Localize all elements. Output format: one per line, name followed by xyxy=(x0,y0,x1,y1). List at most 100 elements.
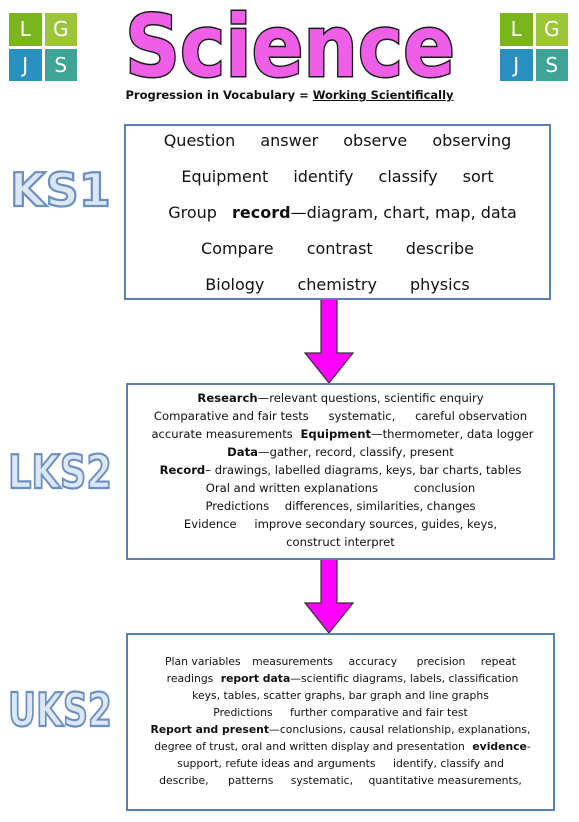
vocab-text: systematic, xyxy=(328,409,396,423)
vocab-line: accurate measurements Equipment—thermome… xyxy=(128,427,553,441)
vocab-word: sort xyxy=(462,167,494,186)
vocab-line: describe, patterns systematic, quantitat… xyxy=(128,774,553,787)
title-graphic: Science xyxy=(123,0,456,92)
vocab-text: Plan variables xyxy=(165,655,241,668)
vocab-text: accuracy xyxy=(348,655,398,668)
vocab-text: systematic, xyxy=(290,774,354,787)
uks2-vocabulary-box: Plan variables measurements accuracy pre… xyxy=(126,633,555,811)
vocab-text: Oral and written explanations xyxy=(205,481,379,495)
vocab-word: Equipment xyxy=(181,167,269,186)
vocab-word: chemistry xyxy=(297,275,377,294)
vocab-line: Report and present—conclusions, causal r… xyxy=(128,723,553,736)
vocab-word: describe xyxy=(405,239,474,258)
vocab-word: observing xyxy=(432,131,512,150)
vocab-word: Compare xyxy=(201,239,274,258)
vocab-text: —thermometer, data logger xyxy=(371,427,534,441)
vocab-line: Plan variables measurements accuracy pre… xyxy=(128,655,553,668)
vocab-text: construct interpret xyxy=(286,535,395,549)
vocab-word-bold: record xyxy=(232,203,291,222)
vocab-word-bold: report data xyxy=(220,672,291,685)
vocab-word-bold: evidence xyxy=(472,740,527,753)
stage-text: KS1 xyxy=(10,163,111,216)
subtitle-link: Working Scientifically xyxy=(312,88,454,102)
vocab-line: Predictions further comparative and fair… xyxy=(128,706,553,719)
vocab-line: Evidence improve secondary sources, guid… xyxy=(128,517,553,531)
vocab-row: Compare contrast describe xyxy=(126,239,549,258)
vocab-word-bold: Research xyxy=(197,391,258,405)
vocab-text: support, refute ideas and arguments xyxy=(177,757,376,770)
vocab-text: describe, xyxy=(159,774,209,787)
vocab-text: degree of trust, oral and written displa… xyxy=(154,740,465,753)
vocab-line: Research—relevant questions, scientific … xyxy=(128,391,553,405)
vocab-text: accurate measurements xyxy=(151,427,293,441)
vocab-word: contrast xyxy=(306,239,373,258)
vocab-word: answer xyxy=(260,131,319,150)
vocab-line: Predictions differences, similarities, c… xyxy=(128,499,553,513)
vocab-line: Comparative and fair tests systematic, c… xyxy=(128,409,553,423)
vocab-word: physics xyxy=(410,275,470,294)
subtitle: Progression in Vocabulary = Working Scie… xyxy=(0,88,579,102)
vocab-line: readings report data—scientific diagrams… xyxy=(128,672,553,685)
vocab-row: Biology chemistry physics xyxy=(126,275,549,294)
logo-letter: L xyxy=(9,13,42,46)
vocab-text: – drawings, labelled diagrams, keys, bar… xyxy=(205,463,522,477)
vocab-text: conclusion xyxy=(413,481,476,495)
logo-letter: G xyxy=(535,13,568,46)
ks1-vocabulary-box: Question answer observe observing Equipm… xyxy=(124,124,551,300)
vocab-word: identify xyxy=(293,167,354,186)
vocab-text: further comparative and fair test xyxy=(289,706,468,719)
vocab-text: —conclusions, causal relationship, expla… xyxy=(269,723,531,736)
vocab-word: classify xyxy=(378,167,438,186)
vocab-row: Group record—diagram, chart, map, data xyxy=(126,203,549,222)
vocab-text: careful observation xyxy=(415,409,528,423)
stage-label-uks2: UKS2 xyxy=(6,680,118,738)
down-arrow-icon xyxy=(303,559,355,635)
title-text: Science xyxy=(125,0,455,92)
page-title: Science xyxy=(0,0,579,92)
vocab-word: —diagram, chart, map, data xyxy=(290,203,517,222)
vocab-word: Question xyxy=(163,131,236,150)
vocab-line: construct interpret xyxy=(128,535,553,549)
vocab-text: differences, similarities, changes xyxy=(284,499,476,513)
stage-label-lks2: LKS2 xyxy=(6,442,118,500)
vocab-word: Biology xyxy=(205,275,265,294)
vocab-text: Comparative and fair tests xyxy=(153,409,309,423)
vocab-text: —scientific diagrams, labels, classifica… xyxy=(290,672,519,685)
logo-right: L G J S xyxy=(500,13,568,81)
vocab-text: Evidence xyxy=(183,517,237,531)
lks2-vocabulary-box: Research—relevant questions, scientific … xyxy=(126,383,555,560)
logo-letter: G xyxy=(44,13,77,46)
logo-letter: S xyxy=(44,48,77,81)
vocab-text: —gather, record, classify, present xyxy=(258,445,454,459)
logo-letter: L xyxy=(500,13,533,46)
vocab-text: Predictions xyxy=(205,499,270,513)
vocab-line: Data—gather, record, classify, present xyxy=(128,445,553,459)
vocab-word-bold: Data xyxy=(227,445,258,459)
logo-letter: J xyxy=(500,48,533,81)
vocab-line: Oral and written explanations conclusion xyxy=(128,481,553,495)
logo-letter: S xyxy=(535,48,568,81)
vocab-word-bold: Record xyxy=(159,463,206,477)
logo-letter: J xyxy=(9,48,42,81)
vocab-line: keys, tables, scatter graphs, bar graph … xyxy=(128,689,553,702)
vocab-line: degree of trust, oral and written displa… xyxy=(128,740,553,753)
vocab-row: Equipment identify classify sort xyxy=(126,167,549,186)
vocab-word-bold: Equipment xyxy=(300,427,372,441)
stage-text: UKS2 xyxy=(8,683,112,737)
vocab-text: precision xyxy=(416,655,466,668)
vocab-word: Group xyxy=(168,203,217,222)
vocab-text: patterns xyxy=(228,774,274,787)
vocab-text: —relevant questions, scientific enquiry xyxy=(257,391,484,405)
vocab-text: quantitative measurements, xyxy=(368,774,522,787)
logo-left: L G J S xyxy=(9,13,77,81)
vocab-line: Record– drawings, labelled diagrams, key… xyxy=(128,463,553,477)
vocab-text: improve secondary sources, guides, keys, xyxy=(254,517,498,531)
stage-label-ks1: KS1 xyxy=(6,162,118,216)
subtitle-lead: Progression in Vocabulary = xyxy=(125,88,313,102)
vocab-word-bold: Report and present xyxy=(150,723,270,736)
vocab-text: keys, tables, scatter graphs, bar graph … xyxy=(192,689,489,702)
vocab-text: measurements xyxy=(252,655,334,668)
vocab-word: observe xyxy=(343,131,408,150)
vocab-text: Predictions xyxy=(213,706,273,719)
down-arrow-icon xyxy=(303,299,355,385)
